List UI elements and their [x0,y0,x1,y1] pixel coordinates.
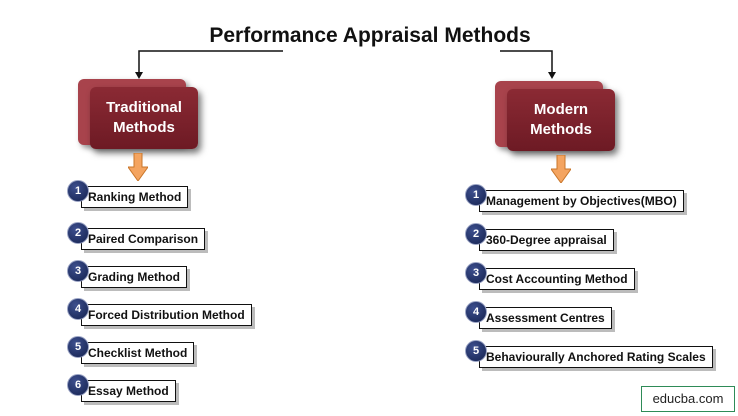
number-badge: 5 [67,336,89,358]
method-label: Ranking Method [81,186,189,208]
connector-to-traditional [138,50,283,72]
number-badge: 5 [465,340,487,362]
category-box-face: Traditional Methods [90,87,198,149]
method-label: Forced Distribution Method [81,304,252,326]
method-label: Management by Objectives(MBO) [479,190,684,212]
method-label: Assessment Centres [479,307,612,329]
brand-watermark: educba.com [641,386,735,412]
number-badge: 1 [465,184,487,206]
number-badge: 3 [465,262,487,284]
method-label: Behaviourally Anchored Rating Scales [479,346,713,368]
method-label: Essay Method [81,380,176,402]
modern-label-line2: Methods [530,121,592,138]
method-label: Paired Comparison [81,228,206,250]
traditional-label-line2: Methods [113,119,175,136]
number-badge: 3 [67,260,89,282]
connector-arrowhead-left [135,72,143,79]
category-box-face: Modern Methods [507,89,615,151]
down-arrow-icon [551,155,571,183]
method-label: Cost Accounting Method [479,268,635,290]
number-badge: 4 [465,301,487,323]
diagram-title: Performance Appraisal Methods [209,24,531,47]
method-label: Grading Method [81,266,187,288]
number-badge: 4 [67,298,89,320]
traditional-label-line1: Traditional [106,99,182,116]
number-badge: 6 [67,374,89,396]
modern-label-line1: Modern [533,101,589,118]
connector-to-modern [500,50,553,72]
method-label: Checklist Method [81,342,195,364]
number-badge: 2 [465,223,487,245]
traditional-methods-box: Traditional Methods [78,79,206,151]
method-label: 360-Degree appraisal [479,229,614,251]
number-badge: 1 [67,180,89,202]
down-arrow-icon [128,153,148,181]
connector-arrowhead-right [548,72,556,79]
modern-methods-box: Modern Methods [495,81,623,153]
number-badge: 2 [67,222,89,244]
